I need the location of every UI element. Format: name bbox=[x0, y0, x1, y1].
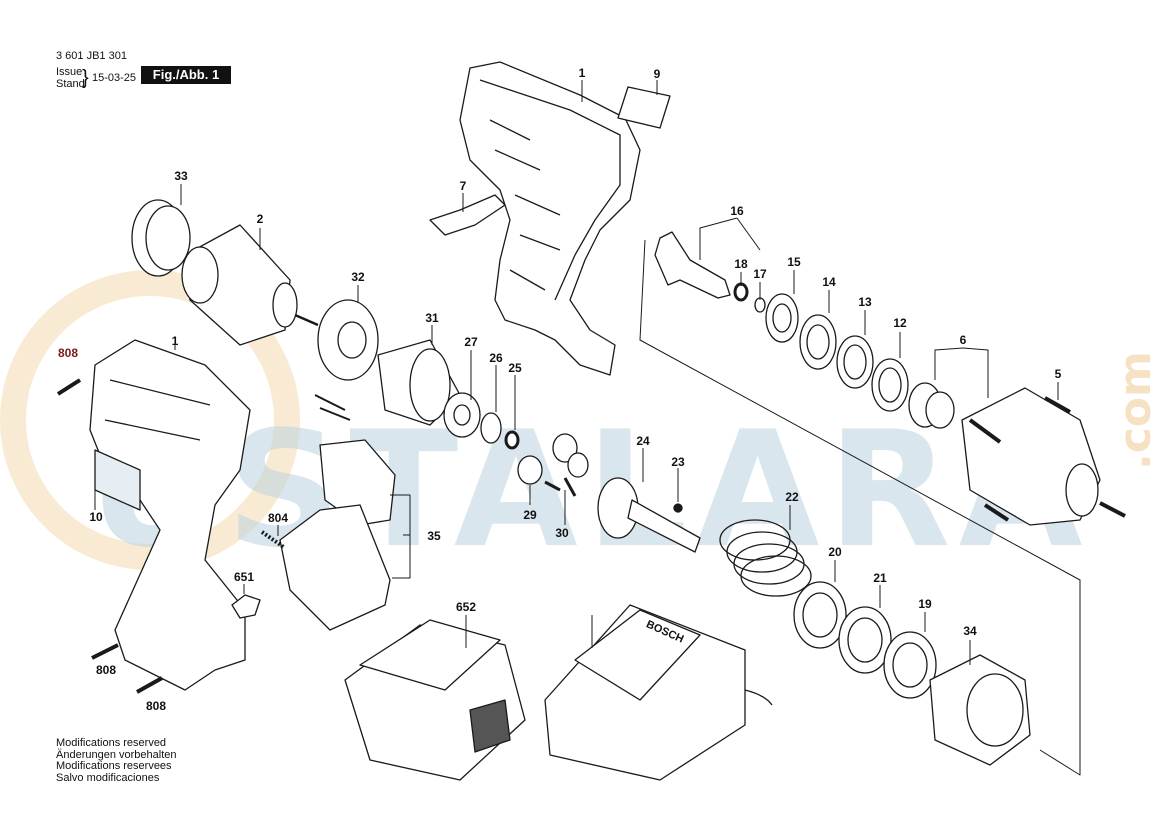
note-line: Modifications reserved bbox=[56, 737, 167, 749]
motor-ring bbox=[131, 199, 191, 277]
direction-switch bbox=[429, 194, 506, 236]
hammer-housing bbox=[961, 387, 1101, 526]
callout: 25 bbox=[508, 361, 522, 375]
callout: 34 bbox=[963, 624, 977, 638]
label-plate bbox=[617, 86, 671, 129]
screw bbox=[56, 378, 163, 694]
note-line: Änderungen vorbehalten bbox=[56, 748, 177, 761]
callout: 9 bbox=[653, 67, 661, 81]
callout: 22 bbox=[785, 490, 799, 504]
callout: 2 bbox=[256, 212, 264, 226]
planet-gears bbox=[517, 433, 589, 485]
o-ring bbox=[504, 430, 520, 450]
callout: 6 bbox=[959, 333, 967, 347]
housing-half-outline bbox=[459, 61, 641, 376]
callout: 27 bbox=[464, 335, 478, 349]
callout: 35 bbox=[427, 529, 441, 543]
note-line: Modifications reservees bbox=[56, 760, 172, 772]
callout: 1 bbox=[171, 334, 179, 348]
anvil bbox=[654, 231, 731, 299]
callout: 29 bbox=[523, 508, 537, 522]
fan-plate bbox=[317, 299, 379, 381]
ring-gear bbox=[377, 339, 461, 426]
pins bbox=[544, 477, 577, 497]
callout: 5 bbox=[1054, 367, 1062, 381]
callout: 808 bbox=[57, 346, 79, 360]
stand-label: Stand bbox=[56, 78, 85, 90]
spring bbox=[719, 519, 812, 597]
callout: 32 bbox=[351, 270, 365, 284]
callout: 14 bbox=[822, 275, 836, 289]
callout: 804 bbox=[267, 511, 289, 525]
screw bbox=[968, 396, 1126, 522]
tool-housing bbox=[89, 339, 251, 691]
note-line: Salvo modificaciones bbox=[56, 771, 160, 784]
charger bbox=[544, 604, 773, 781]
callout: 18 bbox=[734, 257, 748, 271]
callout: 19 bbox=[918, 597, 932, 611]
callout: 652 bbox=[455, 600, 477, 614]
callout: 10 bbox=[89, 510, 103, 524]
callout: 23 bbox=[671, 455, 685, 469]
battery-pack bbox=[344, 619, 526, 781]
callout: 26 bbox=[489, 351, 503, 365]
callout: 7 bbox=[459, 179, 467, 193]
motor bbox=[181, 224, 319, 346]
callout: 808 bbox=[145, 699, 167, 713]
issue-label: Issue bbox=[56, 66, 83, 78]
callout: 12 bbox=[893, 316, 907, 330]
issue-date: 15-03-25 bbox=[92, 72, 137, 84]
anvil-ring bbox=[754, 297, 766, 313]
callout: 21 bbox=[873, 571, 887, 585]
callout: 24 bbox=[636, 434, 650, 448]
spindle bbox=[597, 477, 701, 553]
ball bbox=[673, 503, 683, 513]
hammer bbox=[929, 654, 1031, 766]
figure-label: Fig./Abb. 1 bbox=[141, 66, 231, 84]
callout: 15 bbox=[787, 255, 801, 269]
button bbox=[231, 594, 261, 619]
callout: 1 bbox=[578, 66, 586, 80]
callout: 20 bbox=[828, 545, 842, 559]
callout: 31 bbox=[425, 311, 439, 325]
washer bbox=[480, 412, 502, 444]
leader-lines bbox=[94, 80, 1081, 776]
callout: 16 bbox=[730, 204, 744, 218]
callout: 33 bbox=[174, 169, 188, 183]
watermark-text: USTALARA bbox=[88, 396, 1091, 583]
bushing bbox=[908, 382, 955, 429]
callout: 651 bbox=[233, 570, 255, 584]
part-number: 3 601 JB1 301 bbox=[56, 50, 127, 62]
callout: 30 bbox=[555, 526, 569, 540]
spring-small bbox=[260, 530, 287, 550]
callout: 808 bbox=[95, 663, 117, 677]
anvil-o-ring bbox=[733, 282, 749, 302]
brace: } bbox=[82, 67, 89, 89]
switch-assembly bbox=[279, 394, 396, 631]
callout: 13 bbox=[858, 295, 872, 309]
callout: 17 bbox=[753, 267, 767, 281]
footer-notes: Modifications reserved Änderungen vorbeh… bbox=[56, 737, 177, 784]
